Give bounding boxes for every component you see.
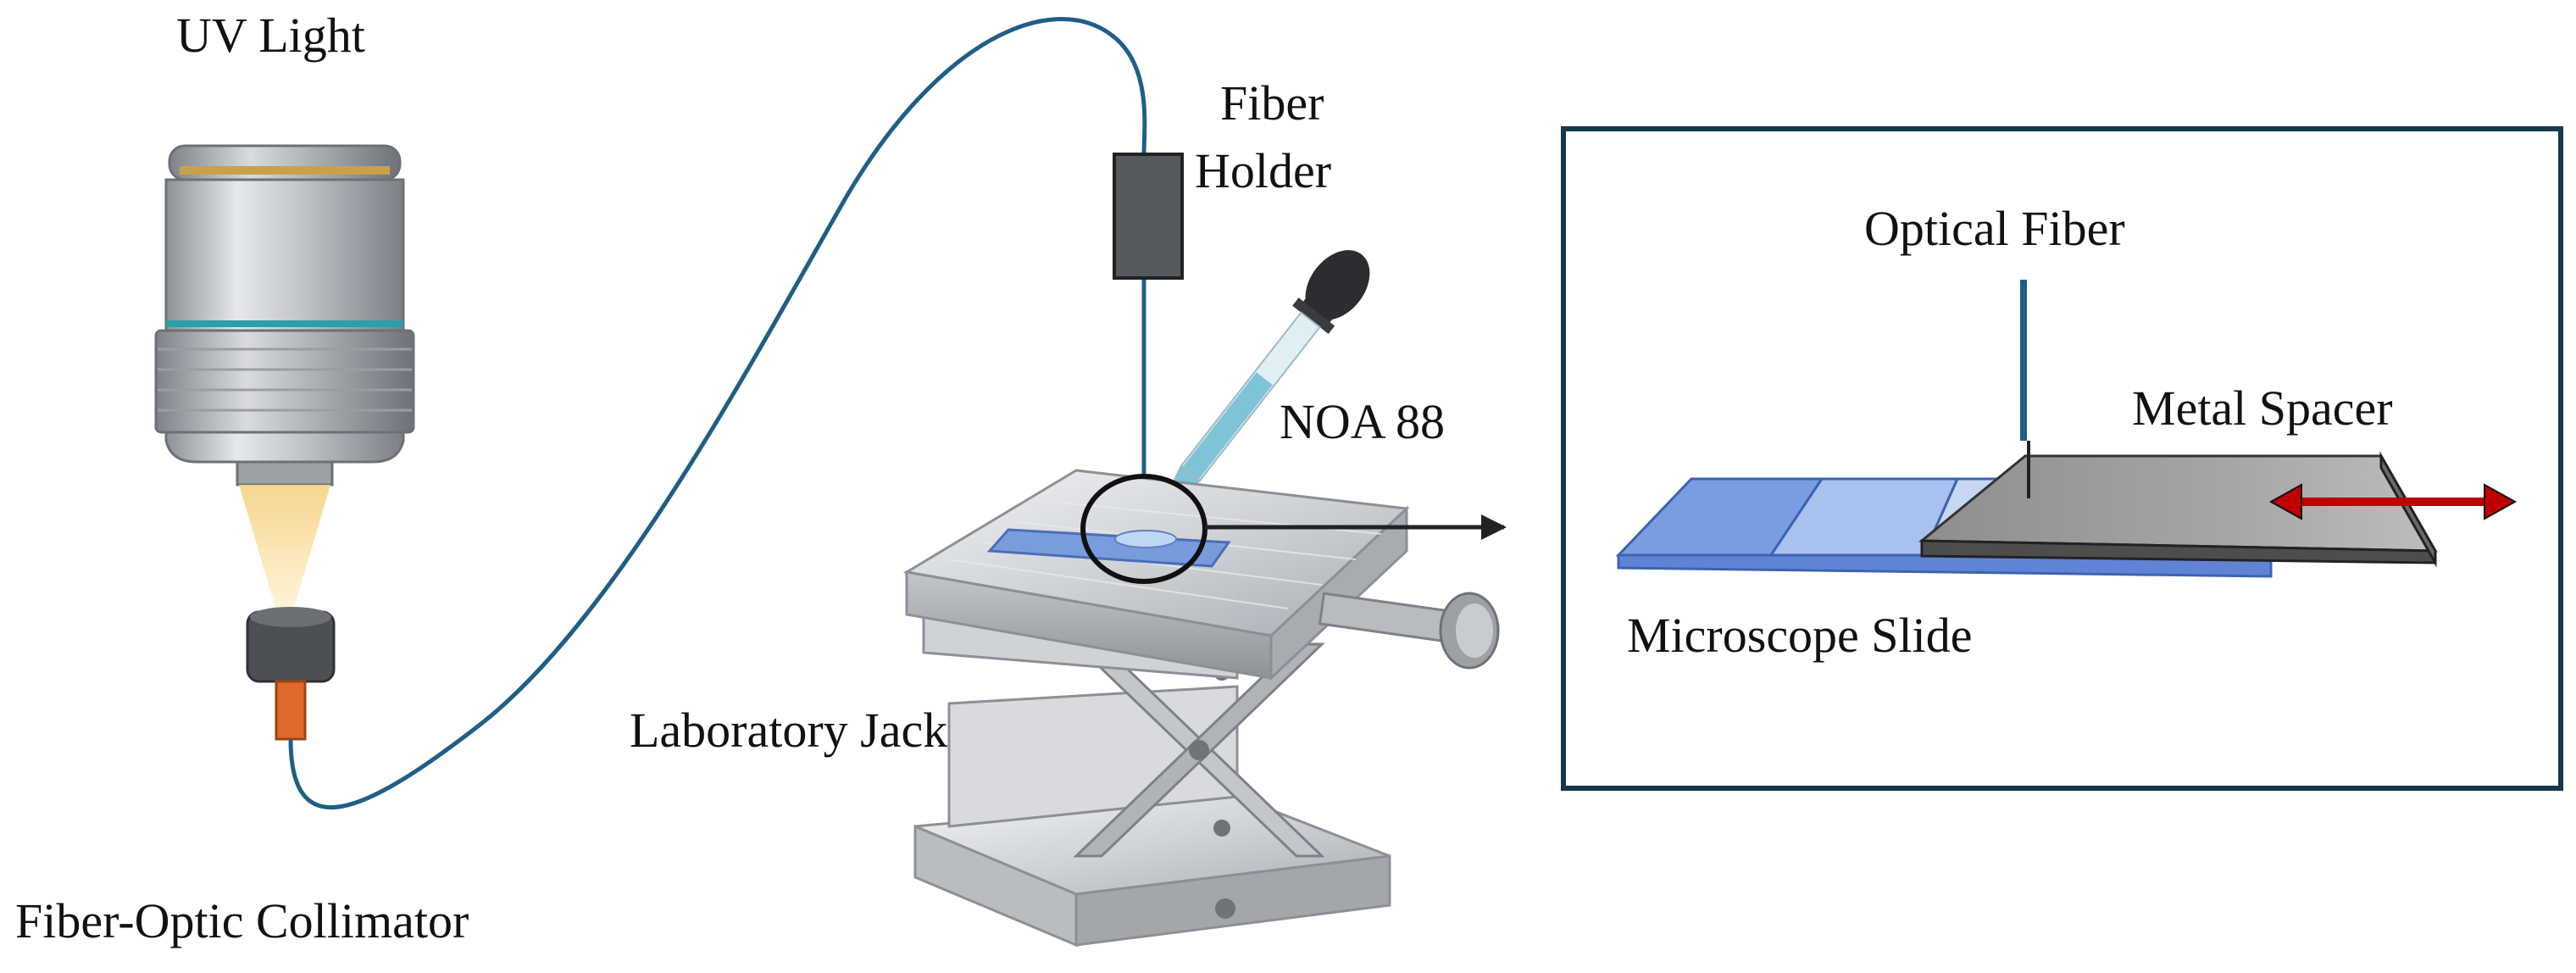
resin-drop [1114, 530, 1177, 548]
label-metal-spacer: Metal Spacer [2132, 381, 2393, 436]
label-laboratory-jack: Laboratory Jack [630, 703, 948, 758]
fiber-holder-block [1113, 153, 1184, 280]
collimator-icon [246, 607, 336, 741]
label-microscope-slide: Microscope Slide [1627, 608, 1973, 663]
label-fiber-optic-collimator: Fiber-Optic Collimator [15, 893, 469, 948]
dropper-icon [1158, 250, 1370, 514]
uv-light-lens [154, 144, 415, 486]
label-fiber-holder-line2: Holder [1195, 143, 1332, 198]
label-optical-fiber: Optical Fiber [1864, 201, 2125, 256]
label-noa88: NOA 88 [1280, 394, 1445, 449]
uv-beam [239, 485, 330, 610]
inset-metal-spacer [1918, 451, 2438, 568]
optical-fiber-cable [288, 16, 1147, 810]
label-uv-light: UV Light [176, 8, 365, 63]
label-fiber-holder-line1: Fiber [1220, 75, 1324, 131]
double-arrow-icon [2268, 483, 2518, 520]
